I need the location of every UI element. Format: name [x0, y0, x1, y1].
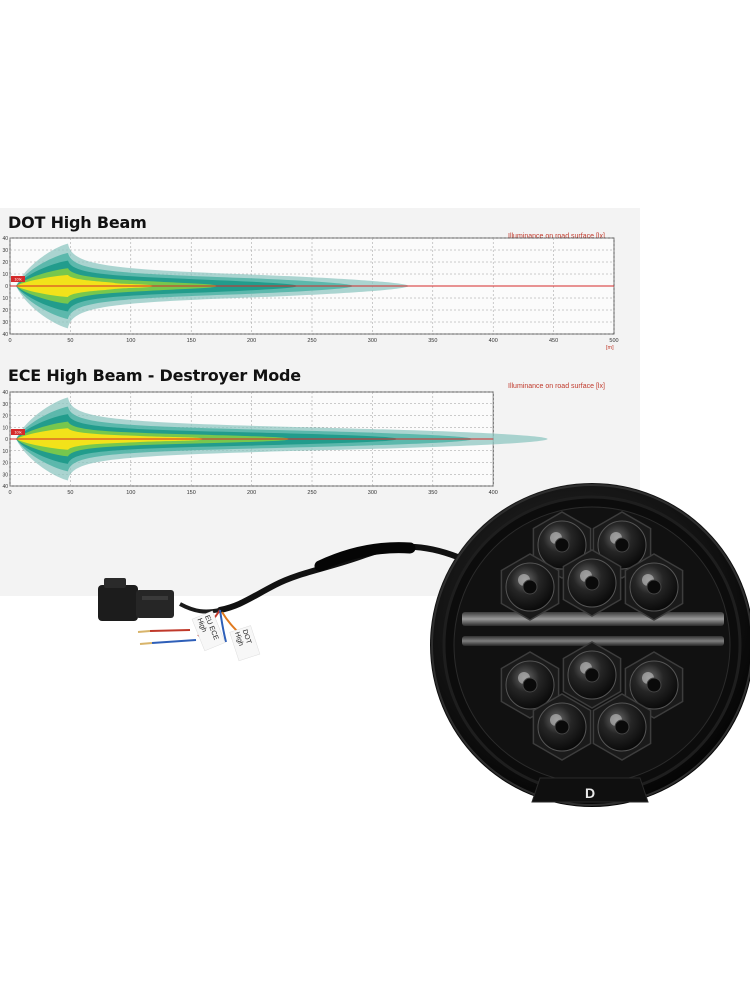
marker-label: 10lx: [14, 277, 21, 282]
marker-label: 10lx: [14, 430, 21, 435]
y-tick-label: 0: [5, 284, 8, 290]
y-tick-label: 10: [2, 272, 8, 278]
led-emitter: [522, 677, 538, 693]
x-tick-label: 300: [368, 338, 377, 344]
y-tick-label: 30: [2, 320, 8, 326]
svg-text:DOTHigh: DOTHigh: [233, 629, 252, 648]
x-tick-label: 350: [428, 338, 437, 344]
x-tick-label: 250: [307, 490, 316, 496]
marker-box: [11, 429, 25, 435]
x-tick-label: 300: [368, 490, 377, 496]
x-tick-label: 100: [126, 490, 135, 496]
x-tick-label: 350: [428, 490, 437, 496]
wire-tag-dot: DOTHigh: [229, 625, 261, 662]
wiring-harness: [137, 542, 468, 645]
y-tick-label: 30: [2, 402, 8, 408]
y-tick-label: 10: [2, 425, 8, 431]
x-tick-label: 500: [609, 338, 618, 344]
led-emitter: [646, 579, 662, 595]
wire-tag-eu-ece: EU ECEHigh: [191, 610, 226, 652]
plug-connector: [98, 578, 174, 621]
y-tick-label: 10: [2, 296, 8, 302]
x-tick-label: 50: [67, 490, 73, 496]
y-tick-label: 40: [2, 236, 8, 242]
y-tick-label: 20: [2, 414, 8, 420]
x-tick-label: 400: [489, 338, 498, 344]
brand-logo: D: [585, 785, 595, 801]
x-tick-label: 200: [247, 338, 256, 344]
x-tick-label: 200: [247, 490, 256, 496]
dot-illuminance-label: Illuminance on road surface [lx]: [508, 233, 605, 240]
y-tick-label: 10: [2, 449, 8, 455]
led-emitter: [614, 537, 630, 553]
ece-chart-title: ECE High Beam - Destroyer Mode: [8, 366, 301, 385]
x-unit-label: [m]: [606, 345, 614, 351]
x-tick-label: 450: [549, 338, 558, 344]
x-tick-label: 100: [126, 338, 135, 344]
led-emitter: [554, 719, 570, 735]
x-tick-label: 0: [8, 490, 11, 496]
led-emitter: [614, 719, 630, 735]
x-tick-label: 0: [8, 338, 11, 344]
x-tick-label: 150: [187, 490, 196, 496]
led-emitter: [646, 677, 662, 693]
led-emitter: [554, 537, 570, 553]
x-tick-label: 250: [307, 338, 316, 344]
x-tick-label: 400: [489, 490, 498, 496]
marker-box: [11, 276, 25, 282]
led-emitter: [522, 579, 538, 595]
y-tick-label: 20: [2, 260, 8, 266]
y-tick-label: 30: [2, 472, 8, 478]
ece-illuminance-label: Illuminance on road surface [lx]: [508, 383, 605, 390]
x-tick-label: 150: [187, 338, 196, 344]
y-tick-label: 40: [2, 332, 8, 338]
dot-chart-title: DOT High Beam: [8, 213, 147, 232]
headlight: D: [430, 483, 750, 807]
y-tick-label: 30: [2, 248, 8, 254]
y-tick-label: 20: [2, 308, 8, 314]
led-emitter: [584, 575, 600, 591]
y-tick-label: 40: [2, 390, 8, 396]
led-emitter: [584, 667, 600, 683]
y-tick-label: 20: [2, 461, 8, 467]
x-tick-label: 50: [67, 338, 73, 344]
y-tick-label: 0: [5, 437, 8, 443]
y-tick-label: 40: [2, 484, 8, 490]
